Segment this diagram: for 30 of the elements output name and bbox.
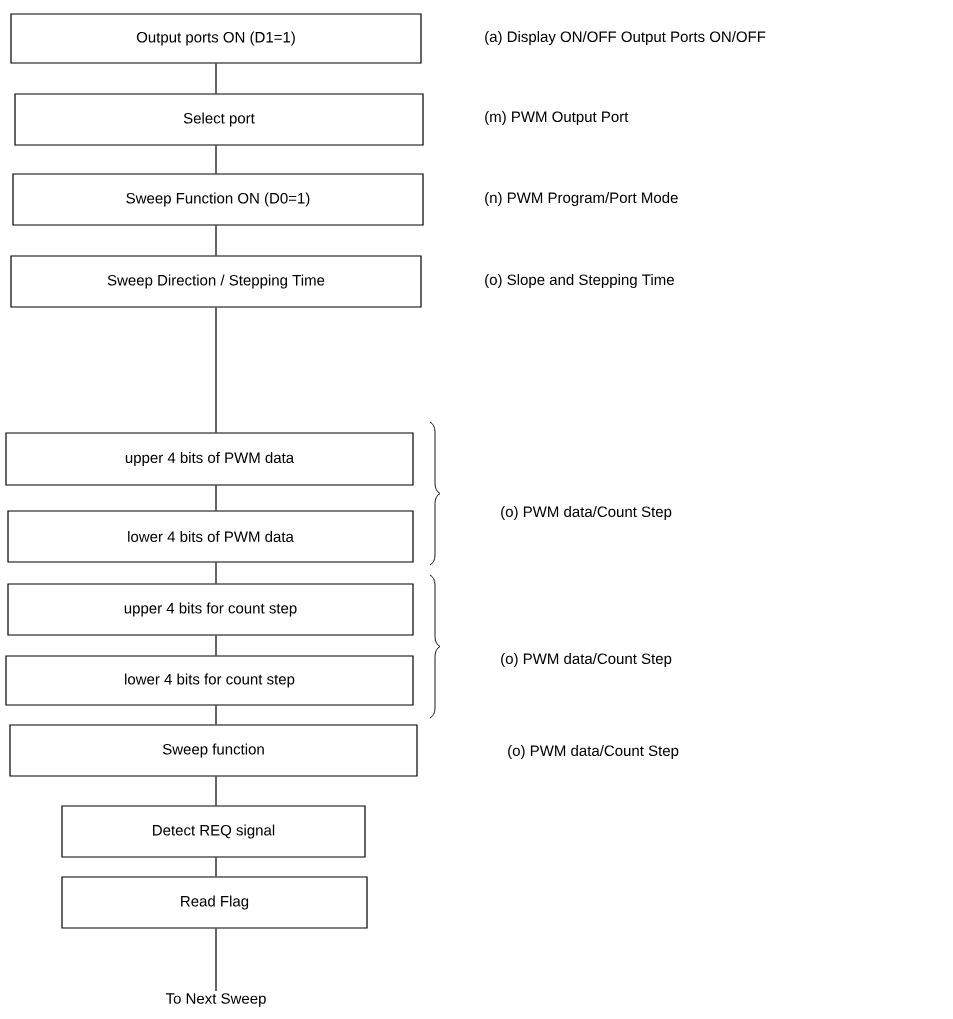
- connector-line: [215, 225, 217, 256]
- connector-line: [215, 485, 217, 511]
- connector-line: [215, 307, 217, 433]
- process-box: Read Flag: [61, 876, 368, 929]
- process-box: Output ports ON (D1=1): [10, 13, 422, 64]
- connector-line: [215, 776, 217, 806]
- step-note: (n) PWM Program/Port Mode: [485, 192, 678, 206]
- end-label: To Next Sweep: [165, 993, 266, 1007]
- process-box: upper 4 bits for count step: [7, 583, 414, 636]
- process-box: Sweep function: [9, 724, 418, 777]
- connector-line: [215, 928, 217, 992]
- process-box: Sweep Direction / Stepping Time: [10, 255, 422, 308]
- connector-line: [215, 705, 217, 725]
- connector-line: [215, 145, 217, 174]
- connector-line: [215, 635, 217, 656]
- connector-line: [215, 562, 217, 584]
- process-box: lower 4 bits of PWM data: [7, 510, 414, 563]
- step-note: (m) PWM Output Port: [485, 111, 629, 125]
- process-box: Detect REQ signal: [61, 805, 366, 858]
- step-note: (o) PWM data/Count Step: [501, 506, 672, 520]
- process-box: Sweep Function ON (D0=1): [12, 173, 424, 226]
- process-box: Select port: [14, 93, 424, 146]
- step-note: (o) PWM data/Count Step: [501, 653, 672, 667]
- step-note: (o) PWM data/Count Step: [508, 745, 679, 759]
- connector-line: [215, 63, 217, 94]
- step-note: (o) Slope and Stepping Time: [485, 274, 674, 288]
- connector-line: [215, 857, 217, 877]
- process-box: lower 4 bits for count step: [5, 655, 414, 706]
- step-note: (a) Display ON/OFF Output Ports ON/OFF: [485, 31, 766, 45]
- process-box: upper 4 bits of PWM data: [5, 432, 414, 486]
